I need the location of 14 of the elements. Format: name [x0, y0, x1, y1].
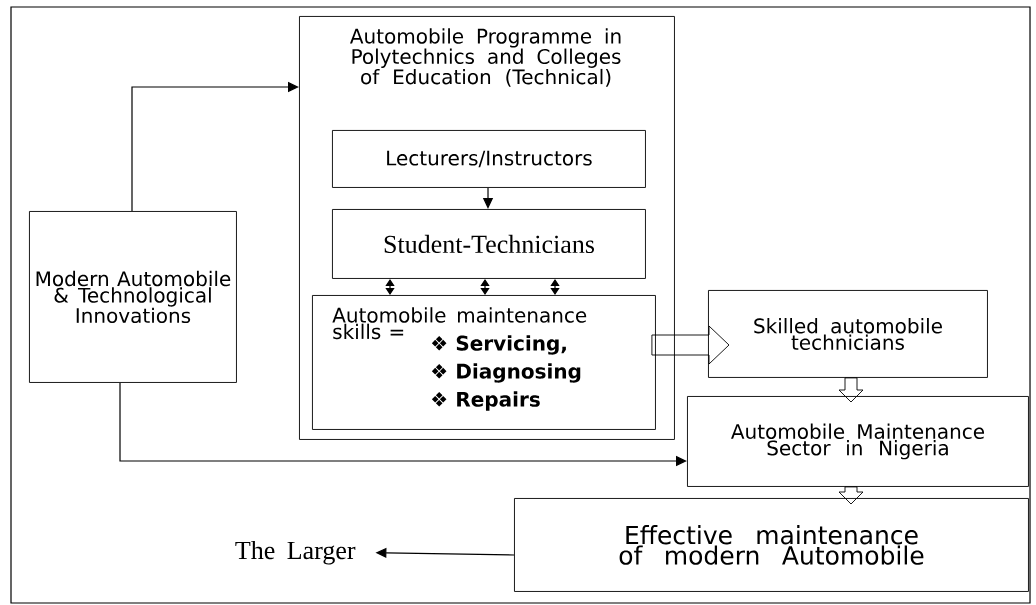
process-box: Effective maintenance of modern Automobile [514, 498, 1029, 592]
process-box: Skilled automobile technicians [708, 290, 988, 378]
list-item: ❖ Repairs [431, 391, 540, 411]
box-heading: Automobile Programme in Polytechnics and Colleges of Education (Technical) [350, 28, 621, 87]
arrow [131, 81, 299, 212]
process-box: Student-Technicians [332, 209, 646, 279]
list-item: ❖ Diagnosing [431, 363, 581, 383]
process-box: Modern Automobile & Technological Innovations [29, 211, 237, 383]
block-arrow [838, 377, 864, 403]
text-label: The Larger [235, 540, 356, 565]
process-box: Automobile Maintenance Sector in Nigeria [687, 396, 1029, 487]
block-arrow [651, 325, 730, 365]
block-arrow [838, 486, 864, 505]
process-box: Lecturers/Instructors [332, 130, 646, 188]
